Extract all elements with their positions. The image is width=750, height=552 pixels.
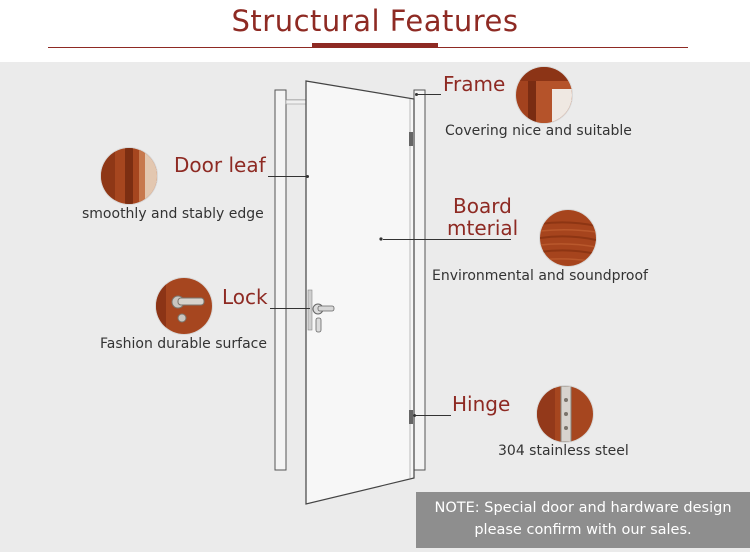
right-frame-jamb xyxy=(414,90,425,470)
door-leaf-shape xyxy=(306,81,414,504)
board-material-leader-line xyxy=(383,239,511,240)
hinge-photo-icon xyxy=(537,386,593,442)
board-material-label-line1: Board xyxy=(453,195,512,217)
hinge-label: Hinge xyxy=(452,393,510,415)
door-leaf-leader-line xyxy=(268,176,308,177)
note-box: NOTE: Special door and hardware design p… xyxy=(416,492,750,548)
door-leaf-photo-icon xyxy=(101,148,157,204)
hinge-mark xyxy=(409,132,413,146)
door-leaf-label: Door leaf xyxy=(174,154,266,176)
note-line-2: please confirm with our sales. xyxy=(416,519,750,541)
note-line-1: NOTE: Special door and hardware design xyxy=(416,497,750,519)
board-material-label-line2: mterial xyxy=(447,217,518,239)
frame-label: Frame xyxy=(443,73,505,95)
frame-photo-icon xyxy=(516,67,572,123)
lock-description: Fashion durable surface xyxy=(100,335,267,353)
lock-photo-icon xyxy=(156,278,212,334)
board-material-description: Environmental and soundproof xyxy=(432,267,648,285)
hinge-leader-line xyxy=(415,415,451,416)
frame-leader-line xyxy=(417,94,441,95)
door-handle xyxy=(318,306,334,311)
left-frame-jamb xyxy=(275,90,286,470)
lock-label: Lock xyxy=(222,286,268,308)
hinge-description: 304 stainless steel xyxy=(498,442,629,460)
board-material-photo-icon xyxy=(540,210,596,266)
door-leaf-description: smoothly and stably edge xyxy=(82,205,264,223)
keyhole-cylinder xyxy=(316,318,321,332)
hinge-mark xyxy=(409,410,413,424)
frame-description: Covering nice and suitable xyxy=(445,122,632,140)
lock-leader-line xyxy=(270,308,310,309)
